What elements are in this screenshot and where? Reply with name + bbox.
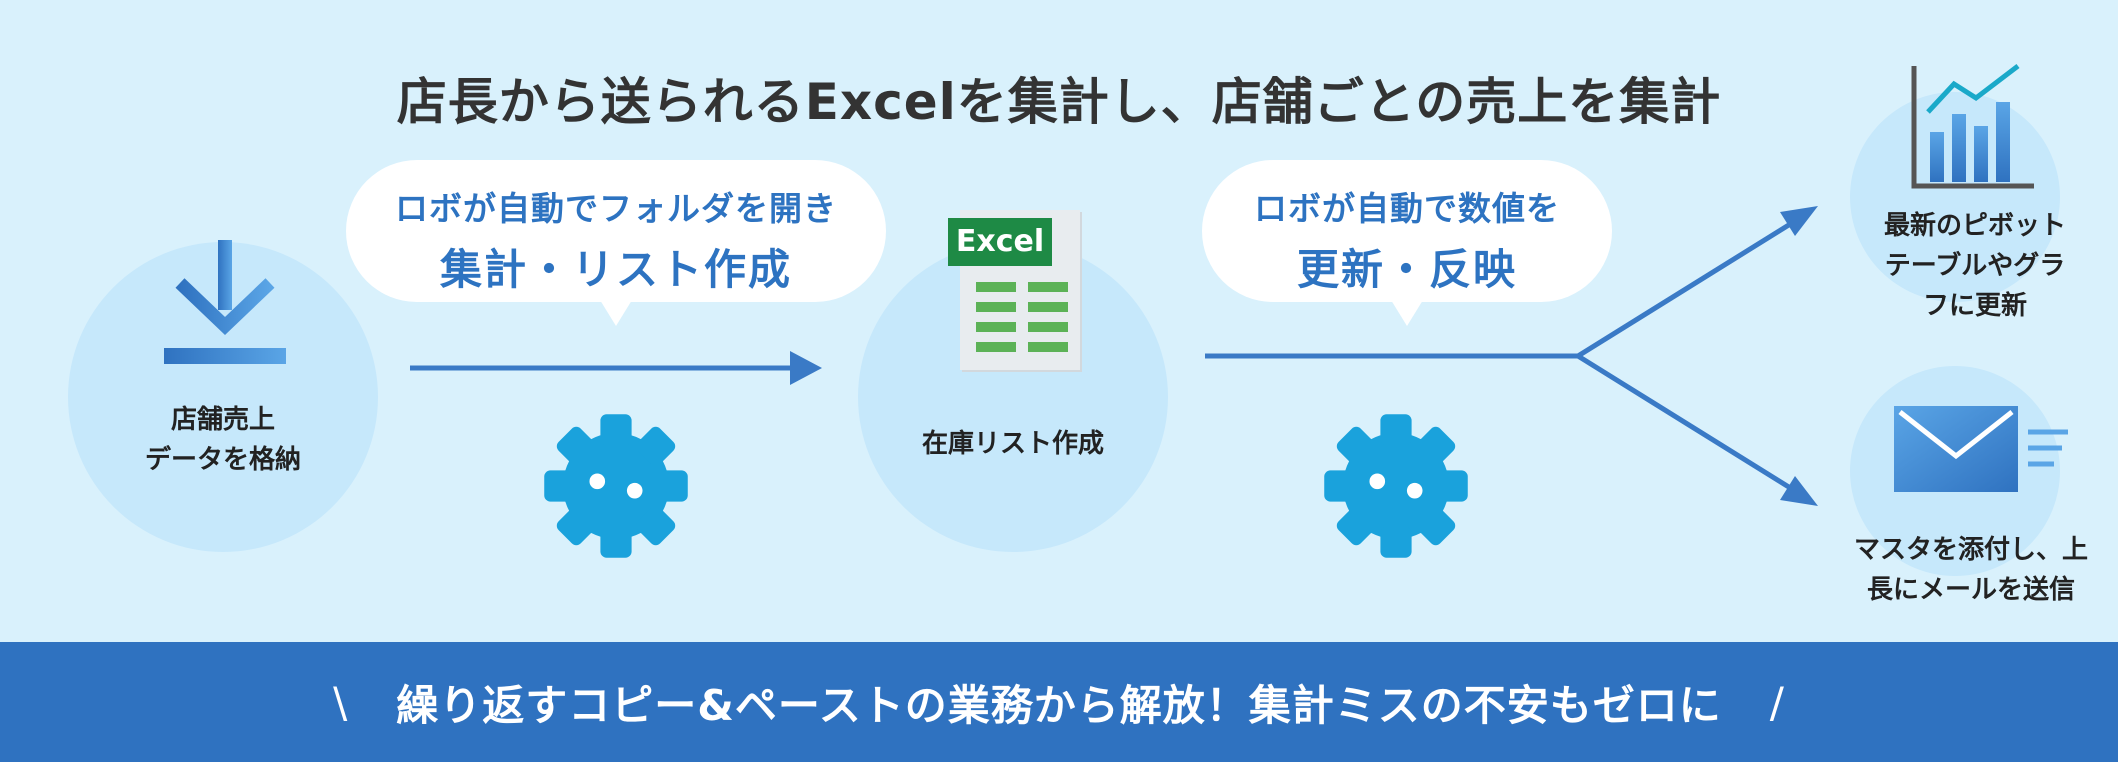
- bubble-aggregate-line1: ロボが自動でフォルダを開き: [395, 189, 837, 228]
- footer-right-mark: /: [1769, 677, 1785, 727]
- bubble-update-line2: 更新・反映: [1296, 245, 1517, 294]
- mail-icon: [1894, 406, 2068, 492]
- mail-label-line1: マスタを添付し、上: [1853, 535, 2088, 565]
- bubble-aggregate-line2: 集計・リスト作成: [439, 245, 792, 294]
- mail-step-label: マスタを添付し、上 長にメールを送信: [1826, 530, 2116, 610]
- excel-file-icon: Excel: [948, 210, 1080, 370]
- speech-bubble-aggregate: ロボが自動でフォルダを開き 集計・リスト作成: [346, 160, 886, 326]
- store-label-line2: データを格納: [144, 445, 301, 475]
- excel-badge: Excel: [948, 218, 1052, 266]
- pivot-label-line2: テーブルやグラ: [1884, 251, 2066, 281]
- store-step-label: 店舗売上 データを格納: [68, 400, 378, 480]
- footer-text: 繰り返すコピー&ペーストの業務から解放！集計ミスの不安もゼロに: [396, 680, 1722, 730]
- page-title: 店長から送られるExcelを集計し、店舗ごとの売上を集計: [396, 73, 1722, 131]
- bubble-update-line1: ロボが自動で数値を: [1254, 189, 1560, 228]
- store-label-line1: 店舗売上: [170, 405, 275, 435]
- mail-label-line2: 長にメールを送信: [1866, 575, 2075, 605]
- pivot-label-line3: フに更新: [1922, 291, 2027, 321]
- download-icon: [164, 240, 286, 364]
- gear-robot-icon: [1324, 414, 1468, 558]
- speech-bubble-update: ロボが自動で数値を 更新・反映: [1202, 160, 1612, 326]
- excel-step-label: 在庫リスト作成: [921, 429, 1104, 459]
- footer-banner: \ 繰り返すコピー&ペーストの業務から解放！集計ミスの不安もゼロに /: [0, 642, 2118, 762]
- bar-chart-icon: [1911, 64, 2034, 189]
- gear-robot-icon: [544, 414, 688, 558]
- pivot-label-line1: 最新のピボット: [1883, 211, 2066, 241]
- footer-left-mark: \: [333, 677, 349, 727]
- pivot-step-label: 最新のピボット テーブルやグラ フに更新: [1840, 206, 2110, 326]
